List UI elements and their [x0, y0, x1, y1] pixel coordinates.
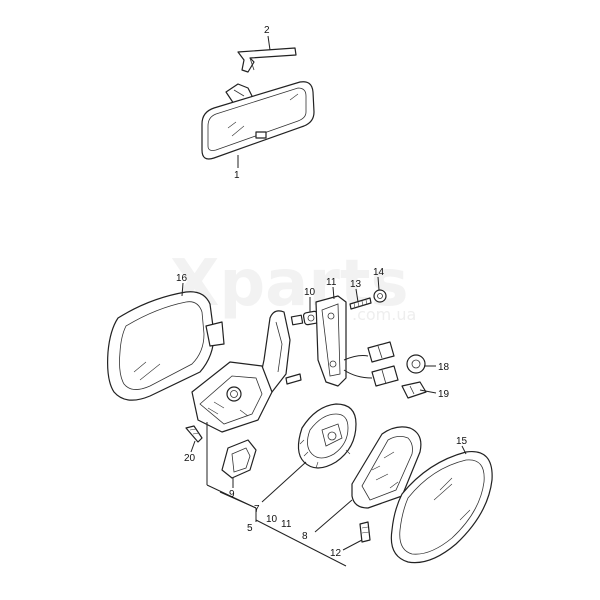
- watermark-domain: .com.ua: [352, 305, 416, 324]
- wiring-harness: [343, 341, 399, 387]
- part-12-screw: [359, 521, 371, 543]
- part-16-housing-cap: [107, 291, 225, 401]
- callout-11-top: 11: [326, 277, 337, 288]
- callout-16: 16: [176, 273, 188, 284]
- callout-7: 7: [254, 504, 260, 515]
- callout-2: 2: [264, 25, 270, 36]
- part-13-screw: [349, 297, 372, 310]
- callout-18: 18: [438, 362, 450, 373]
- callout-15: 15: [456, 436, 468, 447]
- part-7-adjustment-motor: [297, 403, 357, 469]
- part-15-mirror-glass: [390, 450, 493, 564]
- callout-8: 8: [302, 531, 308, 542]
- part-18-bulb-holder: [406, 354, 426, 374]
- callout-10-top: 10: [304, 287, 316, 298]
- part-8-carrier-plate: [351, 426, 422, 509]
- callout-11-bottom: 11: [281, 519, 292, 530]
- part-11-gasket-plate: [315, 295, 347, 387]
- part-14-clip: [373, 289, 387, 303]
- callout-12: 12: [330, 548, 342, 559]
- callout-10-bottom: 10: [266, 514, 278, 525]
- leader-lines: [181, 35, 467, 567]
- callout-19: 19: [438, 389, 450, 400]
- part-9-cover: [221, 439, 257, 479]
- part-20-screw: [185, 425, 203, 443]
- callout-14: 14: [373, 267, 385, 278]
- part-1-interior-mirror: [201, 81, 315, 160]
- part-19-bulb: [401, 381, 427, 399]
- callout-13: 13: [350, 279, 362, 290]
- part-2-bracket: [237, 47, 297, 73]
- callout-labels: 2 1 16 10 11 13 14 18 19 15 20 9 7 10 11…: [176, 25, 468, 559]
- callout-5: 5: [247, 523, 253, 534]
- part-5-mirror-base: [191, 310, 302, 433]
- callout-20: 20: [184, 453, 196, 464]
- callout-1: 1: [234, 170, 240, 181]
- callout-9: 9: [229, 489, 235, 500]
- part-10-spacer: [290, 310, 320, 326]
